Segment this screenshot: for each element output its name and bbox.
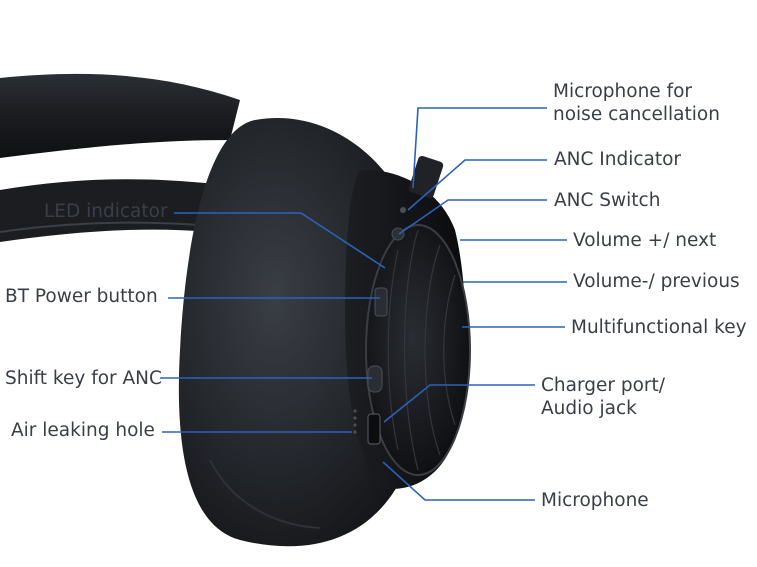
label-mic-nc: Microphone for noise cancellation xyxy=(553,80,720,126)
line-microphone xyxy=(382,461,535,501)
anc-indicator-dot xyxy=(400,207,406,213)
label-charger: Charger port/ Audio jack xyxy=(541,374,665,420)
headband xyxy=(0,73,240,158)
label-bt-power: BT Power button xyxy=(5,286,158,307)
leader-lines xyxy=(160,107,567,501)
line-anc-switch xyxy=(398,199,547,235)
headband-edge xyxy=(0,221,213,233)
label-mic-nc-line1: Microphone for xyxy=(553,81,693,102)
label-led: LED indicator xyxy=(44,201,168,222)
label-air-hole: Air leaking hole xyxy=(11,420,155,441)
label-shift-anc: Shift key for ANC xyxy=(5,368,162,389)
label-anc-indicator: ANC Indicator xyxy=(554,149,682,170)
ear-cup-face xyxy=(365,224,471,476)
label-charger-line1: Charger port/ xyxy=(541,375,666,396)
label-microphone: Microphone xyxy=(541,490,649,511)
line-led xyxy=(174,212,386,269)
anc-switch-button xyxy=(391,227,405,241)
line-anc-indicator xyxy=(407,159,547,211)
charger-port xyxy=(367,413,381,445)
label-volume-up: Volume +/ next xyxy=(573,230,717,251)
cushion-seam xyxy=(209,459,321,529)
label-volume-down: Volume-/ previous xyxy=(573,271,740,292)
bt-power-slider xyxy=(374,287,388,317)
label-multifunction: Multifunctional key xyxy=(571,317,747,338)
line-charger xyxy=(383,384,535,423)
label-charger-line2: Audio jack xyxy=(541,398,637,419)
air-holes xyxy=(353,409,357,434)
cup-swirl xyxy=(387,229,456,471)
line-mic-nc xyxy=(412,107,547,189)
label-mic-nc-line2: noise cancellation xyxy=(553,104,720,125)
shift-key xyxy=(367,365,383,393)
label-anc-switch: ANC Switch xyxy=(554,190,661,211)
